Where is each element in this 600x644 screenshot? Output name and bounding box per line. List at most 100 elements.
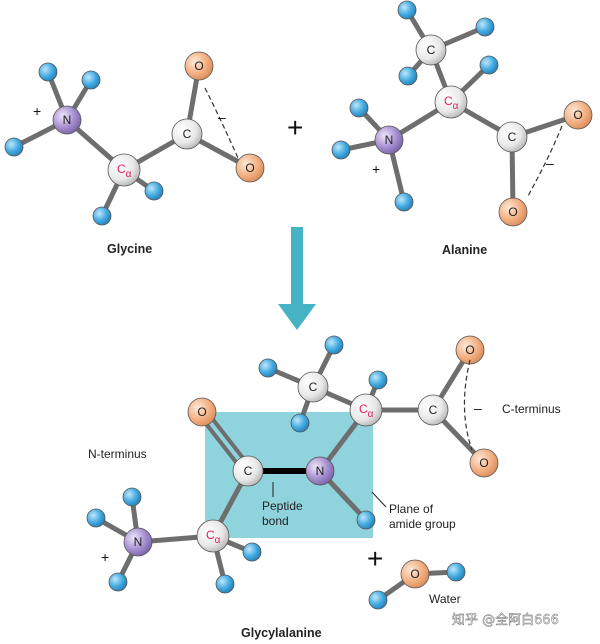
hydrogen-atom-pHa1: [242, 542, 262, 562]
oxygen-atom-pO4: O: [469, 448, 499, 478]
hydrogen-atom-gH2: [81, 70, 101, 90]
carbon-symbol: C: [427, 43, 436, 57]
hydrogen-sphere: [331, 140, 351, 160]
carbon-atom-aC3: C: [415, 34, 447, 66]
oxygen-atom-pO1: O: [187, 397, 217, 427]
carbon-symbol: C: [508, 130, 517, 144]
hydrogen-atom-aH: [479, 55, 499, 75]
oxygen-symbol: O: [197, 405, 206, 419]
hydrogen-atom-gH4: [92, 206, 112, 226]
hydrogen-atom-aHm3: [398, 66, 418, 86]
hydrogen-sphere: [4, 137, 24, 157]
hydrogen-atom-pHN1c: [108, 572, 128, 592]
glycine-label: Glycine: [107, 242, 152, 256]
hydrogen-atom-pHm3: [290, 413, 310, 433]
oxygen-atom-aO2: O: [498, 197, 528, 227]
hydrogen-atom-pHN1b: [122, 487, 142, 507]
alpha-carbon-atom-aCa: Cα: [434, 85, 468, 119]
nitrogen-symbol: N: [63, 113, 72, 127]
oxygen-symbol: O: [410, 567, 419, 581]
reactants-plus: +: [287, 112, 303, 143]
hydrogen-sphere: [394, 192, 414, 212]
alpha-carbon-sphere: [196, 519, 230, 553]
carbon-sphere: [232, 455, 264, 487]
amide-plane: [205, 412, 373, 538]
carbon-sphere: [415, 34, 447, 66]
carbon-atom-gC: C: [171, 118, 203, 150]
alanine-minus-charge: –: [546, 155, 554, 171]
oxygen-symbol: O: [573, 108, 582, 122]
hydrogen-sphere: [356, 510, 376, 530]
hydrogen-sphere: [324, 335, 344, 355]
water-label: Water: [429, 592, 461, 606]
hydrogen-atom-aHN3: [394, 192, 414, 212]
hydrogen-atom-gH5: [144, 181, 164, 201]
nitrogen-atom-pN1: N: [123, 527, 153, 557]
oxygen-sphere: [187, 397, 217, 427]
oxygen-atom-gO2: O: [235, 153, 265, 183]
hydrogen-sphere: [86, 508, 106, 528]
hydrogen-atom-pHN1a: [86, 508, 106, 528]
carbon-symbol: C: [244, 464, 253, 478]
peptide-bond-label-line1: Peptide: [262, 499, 303, 513]
nitrogen-sphere: [52, 105, 82, 135]
resonance-dash-product: [463, 359, 473, 451]
oxygen-atom-aO1: O: [563, 100, 593, 130]
hydrogen-atom-gH1: [38, 62, 58, 82]
hydrogen-sphere: [479, 55, 499, 75]
nitrogen-symbol: N: [385, 133, 394, 147]
hydrogen-atom-pHm1: [258, 358, 278, 378]
nitrogen-symbol: N: [134, 535, 143, 549]
hydrogen-atom-pHm2: [324, 335, 344, 355]
plane-label-line1: Plane of: [389, 502, 434, 516]
carbon-atom-pC1: C: [232, 455, 264, 487]
glycine-plus-charge: +: [33, 103, 41, 119]
hydrogen-sphere: [368, 590, 388, 610]
hydrogen-atom-pH2: [368, 370, 388, 390]
product-minus-charge: –: [474, 400, 482, 416]
glycine-minus-charge: –: [218, 109, 226, 125]
hydrogen-sphere: [290, 413, 310, 433]
nitrogen-atom-aN: N: [374, 125, 404, 155]
nitrogen-atom-gN: N: [52, 105, 82, 135]
carbon-atom-pC2: C: [417, 394, 449, 426]
watermark: 知乎 @全阿白666: [452, 612, 559, 628]
oxygen-sphere: [400, 559, 430, 589]
alpha-carbon-sphere: [107, 153, 141, 187]
hydrogen-atom-wH2: [368, 590, 388, 610]
c-terminus-label: C-terminus: [502, 402, 561, 416]
carbon-atom-pC3: C: [297, 371, 329, 403]
hydrogen-sphere: [397, 0, 417, 20]
product-plus-charge: +: [101, 549, 109, 565]
carbon-symbol: C: [183, 127, 192, 141]
oxygen-sphere: [235, 153, 265, 183]
hydrogen-atom-aHN1: [349, 98, 369, 118]
nitrogen-sphere: [305, 456, 335, 486]
hydrogen-atom-aHm1: [397, 0, 417, 20]
carbon-sphere: [417, 394, 449, 426]
alpha-carbon-atom-gCa: Cα: [107, 153, 141, 187]
resonance-dash-alanine: [527, 125, 563, 197]
reaction-arrow: [278, 227, 316, 330]
oxygen-sphere: [184, 51, 214, 81]
carbon-symbol: C: [309, 380, 318, 394]
nitrogen-atom-pN2: N: [305, 456, 335, 486]
carbon-atom-aC: C: [496, 121, 528, 153]
hydrogen-sphere: [108, 572, 128, 592]
hydrogen-sphere: [349, 98, 369, 118]
carbon-sphere: [496, 121, 528, 153]
hydrogen-sphere: [81, 70, 101, 90]
carbon-sphere: [297, 371, 329, 403]
alpha-carbon-sphere: [434, 85, 468, 119]
alpha-carbon-sphere: [349, 393, 383, 427]
product-label: Glycylalanine: [241, 626, 322, 640]
oxygen-sphere: [469, 448, 499, 478]
hydrogen-sphere: [446, 562, 466, 582]
oxygen-symbol: O: [465, 343, 474, 357]
oxygen-atom-pO3: O: [455, 335, 485, 365]
nitrogen-sphere: [123, 527, 153, 557]
hydrogen-atom-aHN2: [331, 140, 351, 160]
n-terminus-label: N-terminus: [88, 447, 147, 461]
